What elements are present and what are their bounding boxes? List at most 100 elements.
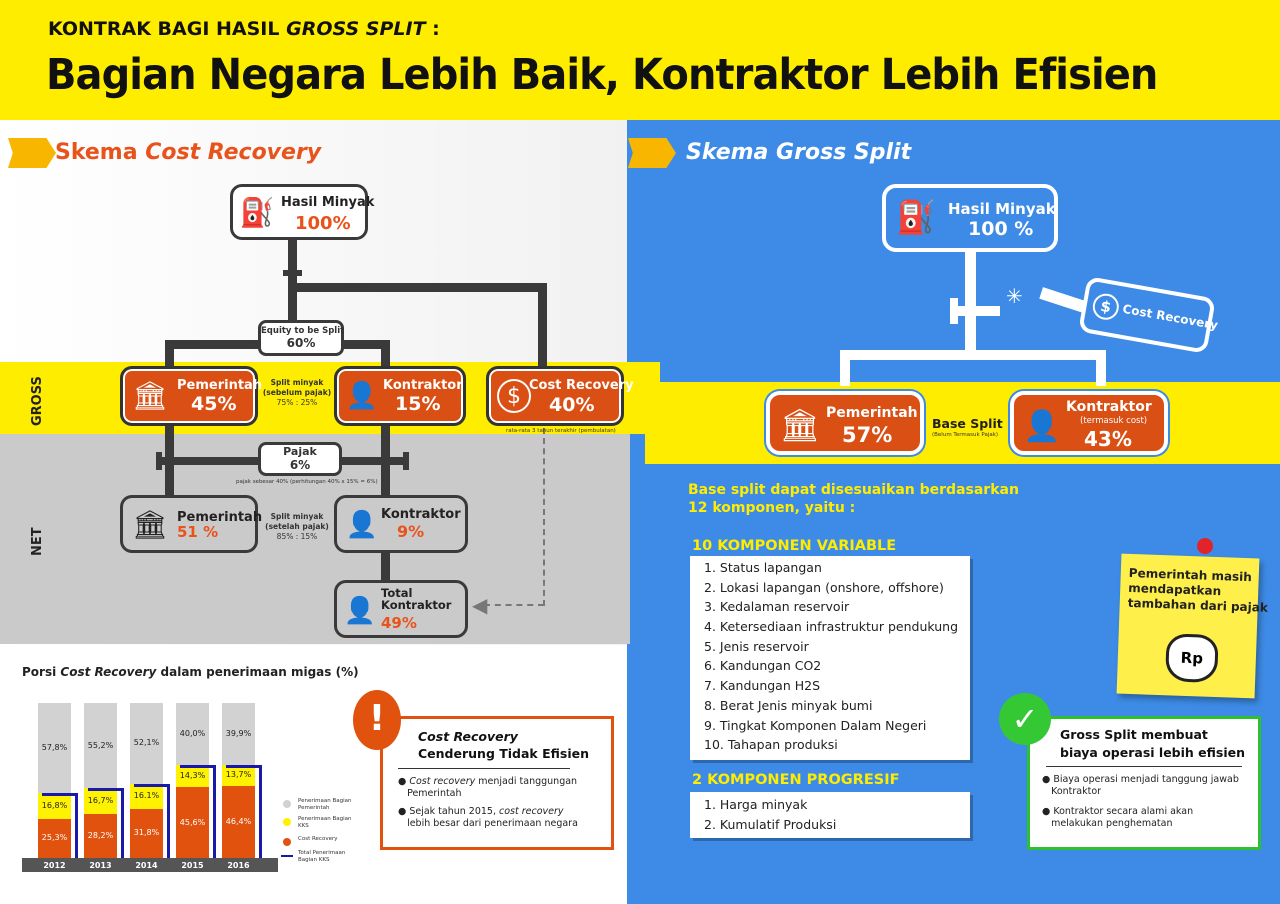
chart-bar-segment	[176, 703, 209, 766]
tax-pct: 6%	[289, 458, 311, 472]
gross-con-label: Kontraktor	[383, 378, 463, 393]
variable-component-item: 4. Ketersediaan infrastruktur pendukung	[704, 619, 959, 635]
chart-line-segment	[121, 788, 124, 858]
rs-oil-label: Hasil Minyak	[948, 200, 1056, 218]
chart-title: Porsi Cost Recovery dalam penerimaan mig…	[22, 665, 359, 679]
chart-data-label: 46,4%	[225, 817, 252, 827]
government-building-icon: 🏛	[779, 406, 821, 444]
pipe	[1096, 350, 1106, 386]
headline: Bagian Negara Lebih Baik, Kontraktor Leb…	[46, 50, 1158, 100]
oil-pct: 100%	[295, 213, 351, 234]
progressive-component-item: 2. Kumulatif Produksi	[704, 816, 837, 832]
money-bag-icon: Rp	[1165, 633, 1219, 684]
chart-data-label: 28,2%	[87, 831, 114, 841]
legend-swatch	[283, 838, 291, 846]
chart-data-label: 16.1%	[133, 791, 160, 801]
variable-component-item: 10. Tahapan produksi	[704, 737, 838, 753]
chart-data-label: 57,8%	[41, 742, 68, 752]
warning-bullet: ● Cost recovery menjadi tanggungan Pemer…	[398, 776, 578, 799]
right-title-arrow-icon	[628, 138, 676, 168]
legend-swatch	[281, 855, 293, 857]
oil-label: Hasil Minyak	[281, 195, 375, 210]
pipe	[952, 306, 1000, 316]
chart-x-tick: 2013	[89, 861, 112, 870]
kicker: KONTRAK BAGI HASIL GROSS SPLIT :	[48, 18, 440, 40]
variable-component-item: 3. Kedalaman reservoir	[704, 599, 850, 615]
chart-bar-segment	[38, 703, 71, 793]
rs-cost-recovery-label: Cost Recovery	[1121, 301, 1220, 333]
warning-bullet: ● Sejak tahun 2015, cost recovery lebih …	[398, 806, 578, 829]
chart-line-segment	[75, 792, 78, 858]
total-pct: 49%	[381, 614, 417, 632]
legend-label: Penerimaan Bagian Pemerintah	[298, 798, 352, 811]
split-before-note: Split minyak(sebelum pajak)75% : 25%	[262, 378, 332, 407]
dashed-line	[543, 428, 545, 606]
efficiency-title: Gross Split membuat	[1060, 727, 1208, 742]
rs-con-pct: 43%	[1084, 427, 1132, 451]
rs-gov-pct: 57%	[842, 423, 893, 447]
chart-line-segment	[88, 788, 124, 792]
net-gov-box: 🏛 Pemerintah 51 %	[120, 495, 262, 553]
variable-component-item: 8. Berat Jenis minyak bumi	[704, 697, 873, 713]
dollar-cycle-icon: $	[1090, 291, 1121, 322]
cost-recovery-box: $ Cost Recovery 40%	[486, 366, 634, 426]
progressive-heading: 2 KOMPONEN PROGRESIF	[692, 772, 900, 788]
contractor-person-icon: 👤	[345, 510, 379, 540]
chart-data-label: 25,3%	[41, 833, 68, 843]
chart-data-label: 16,8%	[41, 800, 68, 810]
legend-label: Penerimaan Bagian KKS	[298, 816, 352, 829]
arrow-left-icon: ◀	[472, 593, 488, 617]
chart-bar-segment	[222, 764, 255, 787]
chart-data-label: 39,9%	[225, 728, 252, 738]
variable-component-item: 5. Jenis reservoir	[704, 638, 809, 654]
oil-box: ⛽ Hasil Minyak 100%	[230, 184, 374, 240]
left-title-arrow-icon	[8, 138, 56, 168]
legend-label: Cost Recovery	[298, 836, 338, 842]
chart-data-label: 40,0%	[179, 729, 206, 739]
efficiency-card	[1027, 716, 1261, 850]
equity-box: Equity to be Split 60%	[258, 320, 344, 356]
government-building-icon: 🏛	[132, 378, 168, 412]
legend-swatch	[283, 800, 291, 808]
variable-component-item: 6. Kandungan CO2	[704, 658, 822, 674]
gross-con-pct: 15%	[395, 393, 441, 415]
chart-data-label: 31,8%	[133, 828, 160, 838]
chart-line-segment	[167, 783, 170, 858]
chart-line-segment	[42, 792, 78, 796]
broken-pipe-icon: ✳	[1006, 284, 1023, 308]
gross-gov-pct: 45%	[191, 393, 237, 415]
gross-label: GROSS	[30, 376, 45, 426]
tax-box: Pajak 6%	[258, 442, 342, 476]
chart-x-tick: 2014	[135, 861, 158, 870]
gross-gov-label: Pemerintah	[177, 378, 263, 393]
net-gov-label: Pemerintah	[177, 510, 263, 525]
efficiency-subtitle: biaya operasi lebih efisien	[1060, 745, 1245, 760]
chart-data-label: 52,1%	[133, 738, 160, 748]
chart-line-segment	[134, 783, 170, 787]
chart-bar-segment	[130, 808, 163, 858]
net-label: NET	[30, 527, 45, 556]
chart-bar-segment	[38, 792, 71, 819]
chart-bar-segment	[84, 702, 117, 789]
variable-component-item: 9. Tingkat Komponen Dalam Negeri	[704, 717, 927, 733]
chart-axis-bar	[22, 858, 278, 872]
chart-data-label: 55,2%	[87, 740, 114, 750]
chart-bar-segment	[176, 787, 209, 858]
header-band	[0, 0, 1280, 120]
oil-rig-icon: ⛽	[896, 198, 936, 236]
pipe	[538, 283, 547, 369]
net-gov-pct: 51 %	[177, 523, 219, 541]
chart-data-label: 14,3%	[179, 771, 206, 781]
pipe	[840, 350, 1106, 360]
exclamation-icon: !	[353, 690, 401, 750]
contractor-person-icon: 👤	[1023, 408, 1061, 444]
equity-pct: 60%	[286, 336, 316, 350]
valve-icon	[283, 270, 302, 276]
tax-note: pajak sebesar 40% (perhitungan 40% x 15%…	[236, 479, 378, 485]
gross-gov-box: 🏛 Pemerintah 45%	[120, 366, 262, 426]
